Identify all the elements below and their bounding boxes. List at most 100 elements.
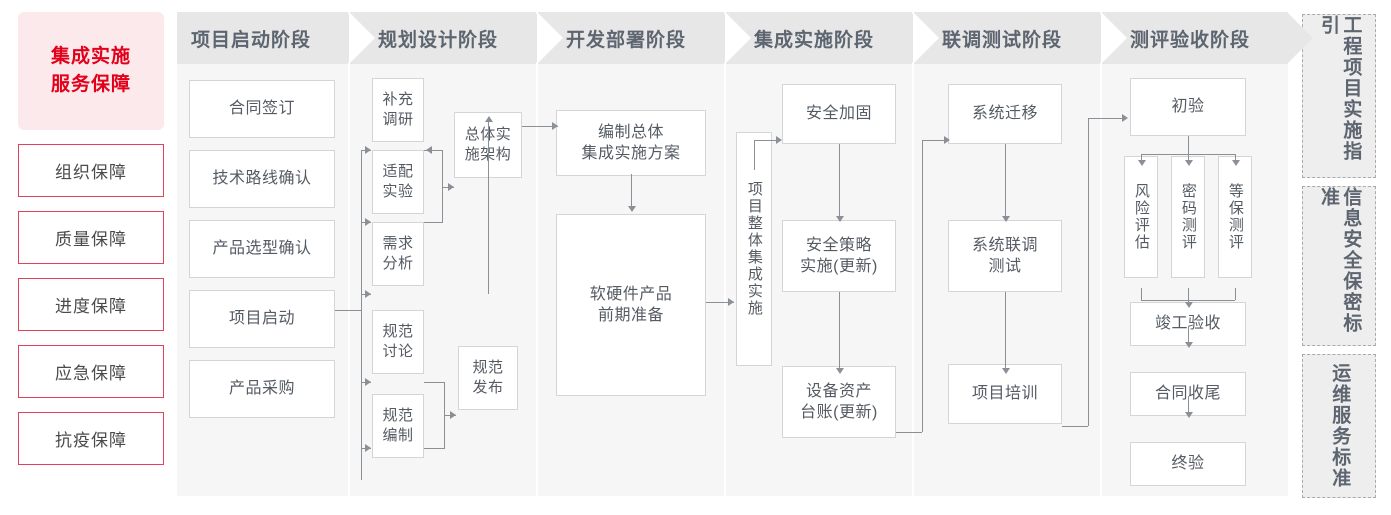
arrowhead-architecture xyxy=(448,183,454,191)
chevron-notch-icon xyxy=(725,12,751,64)
connector-to-migration xyxy=(922,140,946,141)
connector-architecture-to-plan xyxy=(522,126,558,127)
node-project-training[interactable]: 项目培训 xyxy=(948,364,1062,424)
arrowhead-adaptation xyxy=(365,218,371,226)
connector-kickoff-bus xyxy=(361,150,362,480)
connector-integration-to-hardening xyxy=(754,140,778,141)
node-spec-release[interactable]: 规范 发布 xyxy=(458,346,518,410)
arrowhead-final xyxy=(1185,412,1193,418)
node-product-selection-confirm[interactable]: 产品选型确认 xyxy=(189,220,335,278)
arrowhead-plan xyxy=(552,122,558,130)
diagram-title-line1: 集成实施 xyxy=(50,46,131,68)
phase-header-integration-label: 集成实施阶段 xyxy=(754,29,875,51)
phase-body-startup: 合同签订 技术路线确认 产品选型确认 项目启动 产品采购 xyxy=(177,64,348,496)
rail-item-organization[interactable]: 组织保障 xyxy=(18,144,164,197)
connector-joint-test-to-training xyxy=(1005,292,1006,372)
connector-hardening-to-policy xyxy=(839,144,840,220)
node-contract-signing[interactable]: 合同签订 xyxy=(189,80,335,138)
phase-column-integration: 集成实施阶段 项目整体集成实施 安全加固 安全策略 实施(更新) 设备资产 台账… xyxy=(725,12,937,496)
node-system-migration[interactable]: 系统迁移 xyxy=(948,84,1062,144)
node-adaptation-experiment[interactable]: 适配 实验 xyxy=(372,150,424,214)
phase-column-joint-test: 联调测试阶段 系统迁移 系统联调 测试 项目培训 xyxy=(913,12,1125,496)
chevron-notch-icon xyxy=(1101,12,1127,64)
node-mlps-evaluation[interactable]: 等保测评 xyxy=(1218,156,1252,278)
rail-item-emergency[interactable]: 应急保障 xyxy=(18,345,164,398)
node-final-acceptance[interactable]: 终验 xyxy=(1130,442,1246,486)
phase-header-integration: 集成实施阶段 xyxy=(725,12,937,64)
arrowhead-prep xyxy=(628,206,636,212)
arrowhead-training xyxy=(1002,368,1010,374)
diagram-title: 集成实施 服务保障 xyxy=(18,12,164,130)
arrowhead-risk-assessment xyxy=(1138,160,1146,166)
standards-panel-infosec[interactable]: 信息安全保密标准 xyxy=(1302,186,1376,346)
phase-header-deployment-label: 开发部署阶段 xyxy=(566,29,687,51)
standards-panel-project-guideline[interactable]: 工程项目实施指引 xyxy=(1302,14,1376,178)
node-project-kickoff[interactable]: 项目启动 xyxy=(189,290,335,348)
node-requirement-analysis[interactable]: 需求 分析 xyxy=(372,222,424,286)
connector-brace-top xyxy=(442,150,443,223)
phase-column-acceptance: 测评验收阶段 初验 风险评估 密码测评 等保测评 竣工验收 合同收尾 终验 xyxy=(1101,12,1313,496)
arrowhead-closeout xyxy=(1185,342,1193,348)
phase-body-acceptance: 初验 风险评估 密码测评 等保测评 竣工验收 合同收尾 终验 xyxy=(1102,64,1288,496)
node-overall-project-integration[interactable]: 项目整体集成实施 xyxy=(736,132,772,366)
phase-column-planning: 规划设计阶段 补充 调研 适配 实验 需求 分析 规范 讨论 规范 编制 总体实… xyxy=(349,12,561,496)
connector-risk-down xyxy=(1141,288,1142,300)
node-cryptography-evaluation[interactable]: 密码测评 xyxy=(1171,156,1205,278)
arrowhead-spec-discussion xyxy=(365,378,371,386)
node-supplementary-research[interactable]: 补充 调研 xyxy=(372,78,424,142)
diagram-title-line2: 服务保障 xyxy=(50,74,131,95)
phase-header-deployment: 开发部署阶段 xyxy=(537,12,749,64)
rail-item-schedule[interactable]: 进度保障 xyxy=(18,278,164,331)
node-tech-route-confirm[interactable]: 技术路线确认 xyxy=(189,150,335,208)
node-risk-assessment[interactable]: 风险评估 xyxy=(1124,156,1158,278)
arrowhead-cryptography xyxy=(1185,160,1193,166)
standards-panel-ops-service[interactable]: 运维服务标准 xyxy=(1302,354,1376,498)
node-product-procurement[interactable]: 产品采购 xyxy=(189,360,335,418)
arrowhead-completion xyxy=(1185,302,1193,308)
chevron-notch-icon xyxy=(537,12,563,64)
node-asset-ledger-update[interactable]: 设备资产 台账(更新) xyxy=(782,366,896,438)
connector-mlps-down xyxy=(1235,288,1236,300)
phase-header-startup-label: 项目启动阶段 xyxy=(191,29,312,51)
connector-fan-right xyxy=(1235,154,1236,164)
connector-completion-to-closeout xyxy=(1188,326,1189,346)
arrowhead-integration xyxy=(728,298,734,306)
connector-fan-left xyxy=(1141,154,1142,164)
phase-body-joint-test: 系统迁移 系统联调 测试 项目培训 xyxy=(914,64,1100,496)
arrowhead-mlps xyxy=(1232,160,1240,166)
phase-header-acceptance-label: 测评验收阶段 xyxy=(1130,29,1251,51)
arrowhead-hardening xyxy=(776,136,782,144)
node-security-hardening[interactable]: 安全加固 xyxy=(782,84,896,144)
connector-spec-discussion-right xyxy=(424,382,444,383)
connector-spec-release-up xyxy=(488,122,489,294)
connector-adaptation-right xyxy=(424,222,442,223)
connector-research-right xyxy=(424,150,442,151)
phase-body-integration: 项目整体集成实施 安全加固 安全策略 实施(更新) 设备资产 台账(更新) xyxy=(726,64,912,496)
node-hw-sw-preparation[interactable]: 软硬件产品 前期准备 xyxy=(556,214,706,396)
connector-preliminary-down xyxy=(1188,136,1189,154)
connector-prep-to-integration xyxy=(706,302,734,303)
connector-asset-right xyxy=(896,432,922,433)
node-compile-overall-plan[interactable]: 编制总体 集成实施方案 xyxy=(556,110,706,176)
arrowhead-policy xyxy=(836,216,844,222)
arrowhead-preliminary xyxy=(1122,114,1128,122)
connector-merge-to-completion xyxy=(1188,288,1189,306)
node-system-joint-debug-test[interactable]: 系统联调 测试 xyxy=(948,220,1062,292)
connector-migration-to-joint-test xyxy=(1005,144,1006,220)
node-spec-discussion[interactable]: 规范 讨论 xyxy=(372,310,424,374)
phase-column-deployment: 开发部署阶段 编制总体 集成实施方案 软硬件产品 前期准备 xyxy=(537,12,749,496)
node-security-policy-update[interactable]: 安全策略 实施(更新) xyxy=(782,220,896,292)
rail-item-epidemic[interactable]: 抗疫保障 xyxy=(18,412,164,465)
node-spec-drafting[interactable]: 规范 编制 xyxy=(372,394,424,458)
connector-to-preliminary xyxy=(1088,118,1124,119)
arrowhead-research-back xyxy=(426,146,432,154)
arrowhead-migration xyxy=(944,136,950,144)
node-preliminary-acceptance[interactable]: 初验 xyxy=(1130,78,1246,136)
arrowhead-spec-release xyxy=(450,411,456,419)
rail-item-quality[interactable]: 质量保障 xyxy=(18,211,164,264)
arrowhead-joint-test xyxy=(1002,216,1010,222)
connector-closeout-to-final xyxy=(1188,396,1189,416)
chevron-notch-icon xyxy=(913,12,939,64)
node-overall-implementation-architecture[interactable]: 总体实 施架构 xyxy=(454,112,522,178)
connector-fan-mid xyxy=(1188,154,1189,164)
